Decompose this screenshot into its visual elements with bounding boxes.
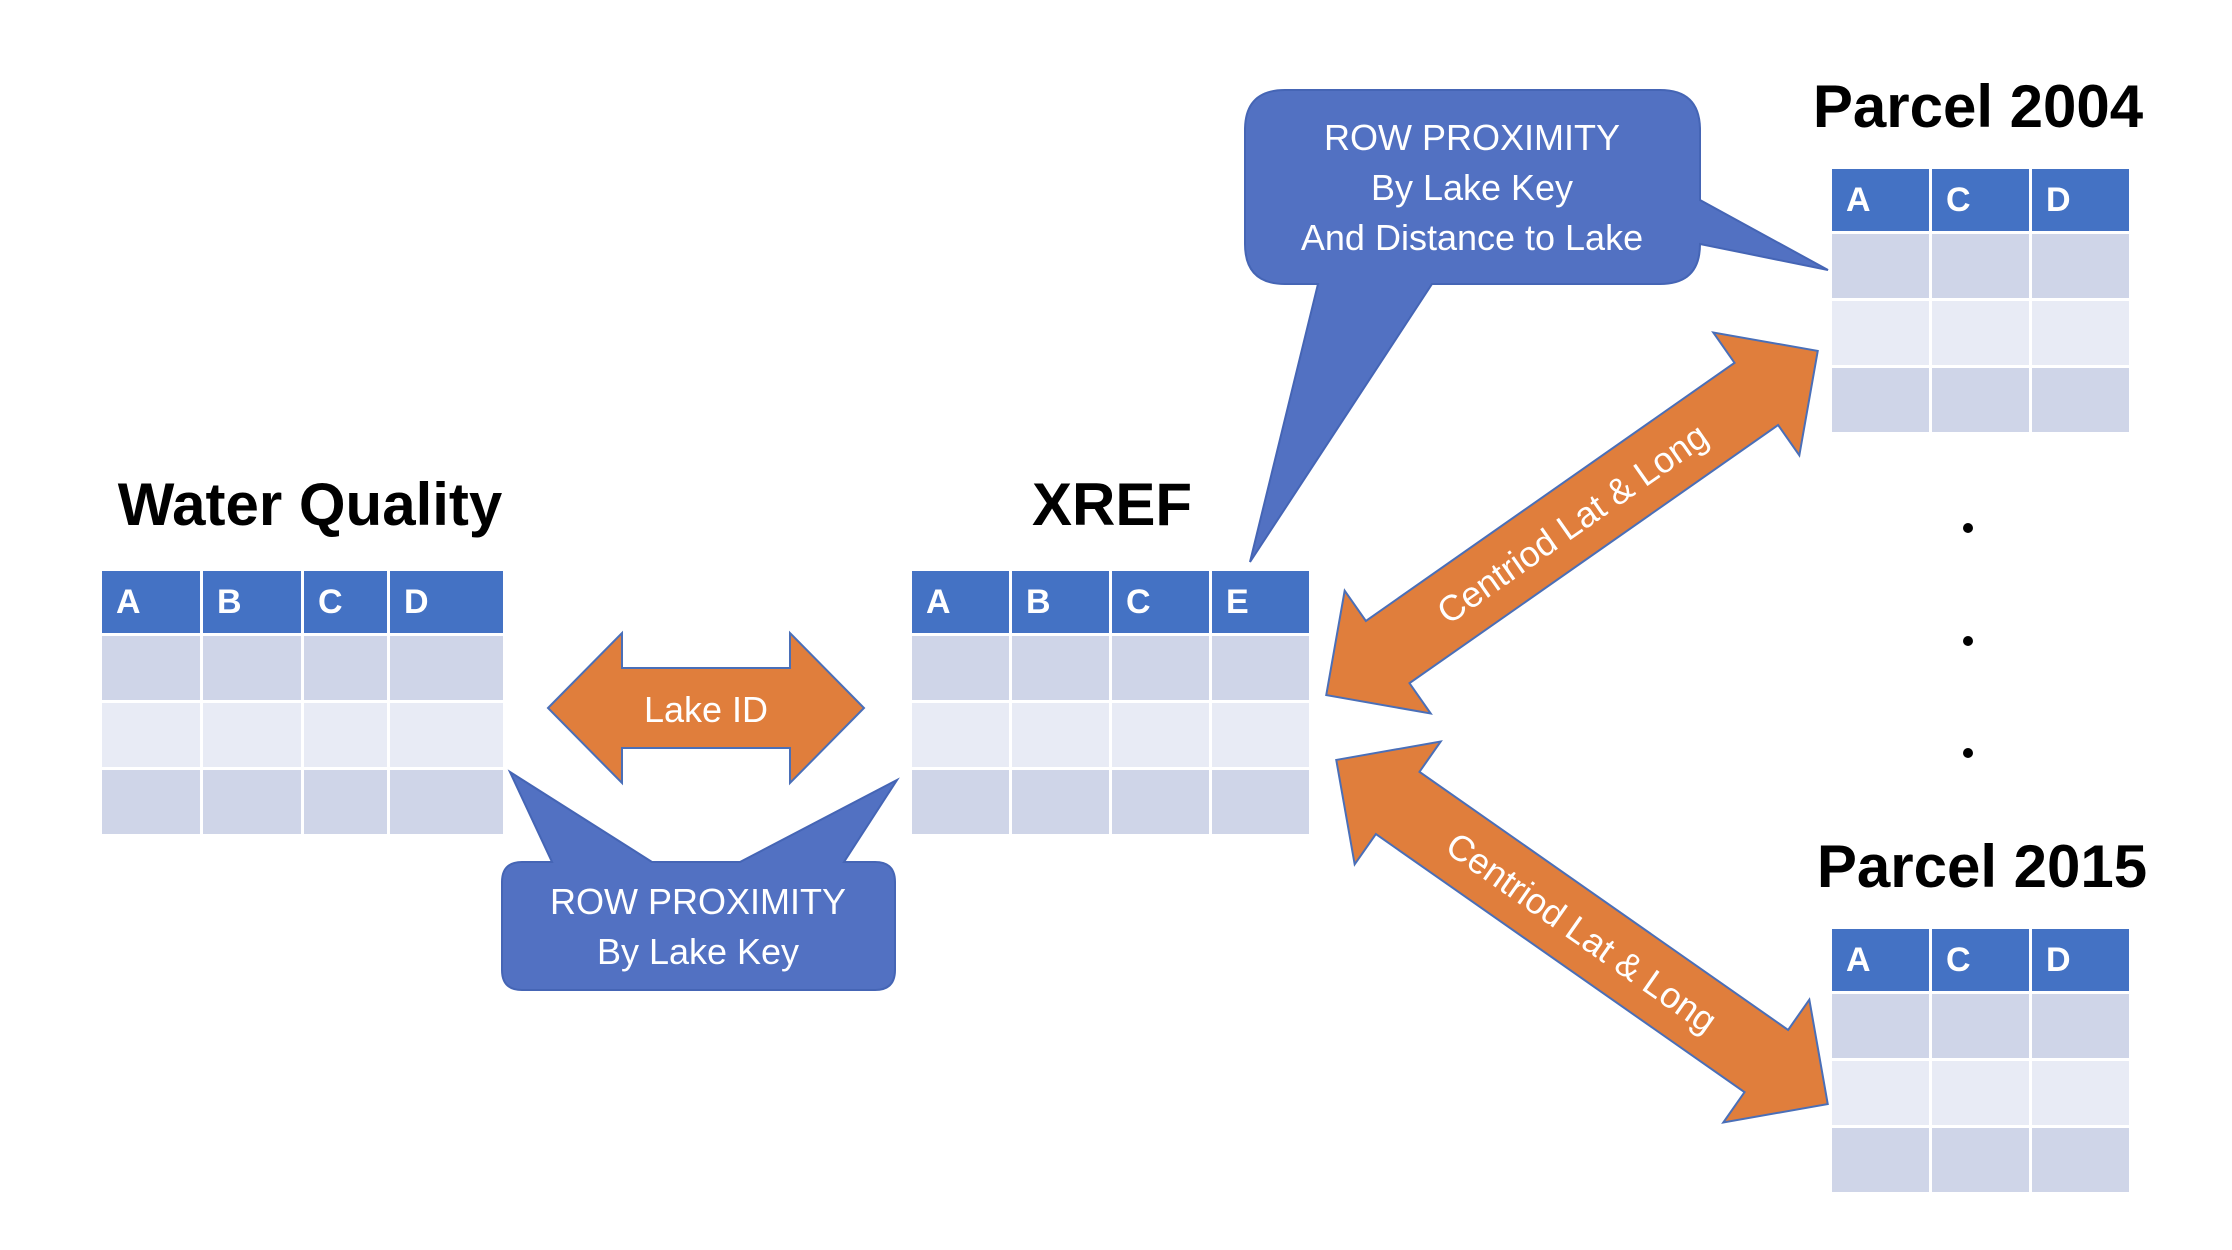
table-header-row: A B C D <box>102 571 503 633</box>
xref-title: XREF <box>1031 471 1193 538</box>
table-row <box>912 770 1309 834</box>
bottom-callout-line2: By Lake Key <box>597 931 799 972</box>
ellipsis-dot <box>1963 523 1973 533</box>
lake-id-arrow: Lake ID <box>546 630 866 786</box>
parcel-2004-table: A C D <box>1829 166 2132 435</box>
ellipsis-dot <box>1963 636 1973 646</box>
water-quality-table: A B C D <box>99 568 506 837</box>
top-callout: ROW PROXIMITY By Lake Key And Distance t… <box>1244 89 1829 563</box>
column-header: D <box>2032 929 2129 991</box>
parcel-2015-title: Parcel 2015 <box>1816 833 2148 900</box>
column-header: C <box>304 571 387 633</box>
centroid-arrow-upper-label: Centriod Lat & Long <box>1429 415 1715 632</box>
table-row <box>102 770 503 834</box>
table-row <box>102 636 503 700</box>
column-header: A <box>1832 169 1929 231</box>
lake-id-arrow-shape <box>546 630 866 786</box>
centroid-arrow-lower: Centriod Lat & Long <box>1335 740 1829 1124</box>
top-callout-line1: ROW PROXIMITY <box>1324 117 1620 158</box>
bottom-callout-line1: ROW PROXIMITY <box>550 881 846 922</box>
ellipsis-dot <box>1963 748 1973 758</box>
bottom-callout-bubble <box>501 769 900 991</box>
column-header: A <box>102 571 200 633</box>
column-header: C <box>1932 169 2029 231</box>
table-row <box>1832 1061 2129 1125</box>
centroid-arrow-lower-shape <box>1335 740 1829 1124</box>
bottom-callout: ROW PROXIMITY By Lake Key <box>501 769 900 991</box>
centroid-arrow-upper-shape <box>1325 331 1819 715</box>
table-header-row: A C D <box>1832 929 2129 991</box>
centroid-arrow-lower-label: Centriod Lat & Long <box>1439 824 1725 1041</box>
table-row <box>1832 301 2129 365</box>
column-header: C <box>1112 571 1209 633</box>
column-header: D <box>2032 169 2129 231</box>
table-row <box>1832 368 2129 432</box>
table-row <box>1832 234 2129 298</box>
parcel-2015-table: A C D <box>1829 926 2132 1195</box>
lake-id-arrow-label: Lake ID <box>644 689 768 730</box>
table-row <box>1832 1128 2129 1192</box>
water-quality-title: Water Quality <box>117 471 503 538</box>
column-header: A <box>912 571 1009 633</box>
column-header: B <box>1012 571 1109 633</box>
column-header: A <box>1832 929 1929 991</box>
top-callout-bubble <box>1244 89 1829 563</box>
column-header: B <box>203 571 301 633</box>
table-row <box>912 636 1309 700</box>
top-callout-line2: By Lake Key <box>1371 167 1573 208</box>
table-header-row: A B C E <box>912 571 1309 633</box>
table-header-row: A C D <box>1832 169 2129 231</box>
xref-table: A B C E <box>909 568 1312 837</box>
column-header: E <box>1212 571 1309 633</box>
table-row <box>102 703 503 767</box>
column-header: D <box>390 571 503 633</box>
parcel-2004-title: Parcel 2004 <box>1812 73 2144 140</box>
table-row <box>912 703 1309 767</box>
top-callout-line3: And Distance to Lake <box>1301 217 1643 258</box>
column-header: C <box>1932 929 2029 991</box>
table-row <box>1832 994 2129 1058</box>
